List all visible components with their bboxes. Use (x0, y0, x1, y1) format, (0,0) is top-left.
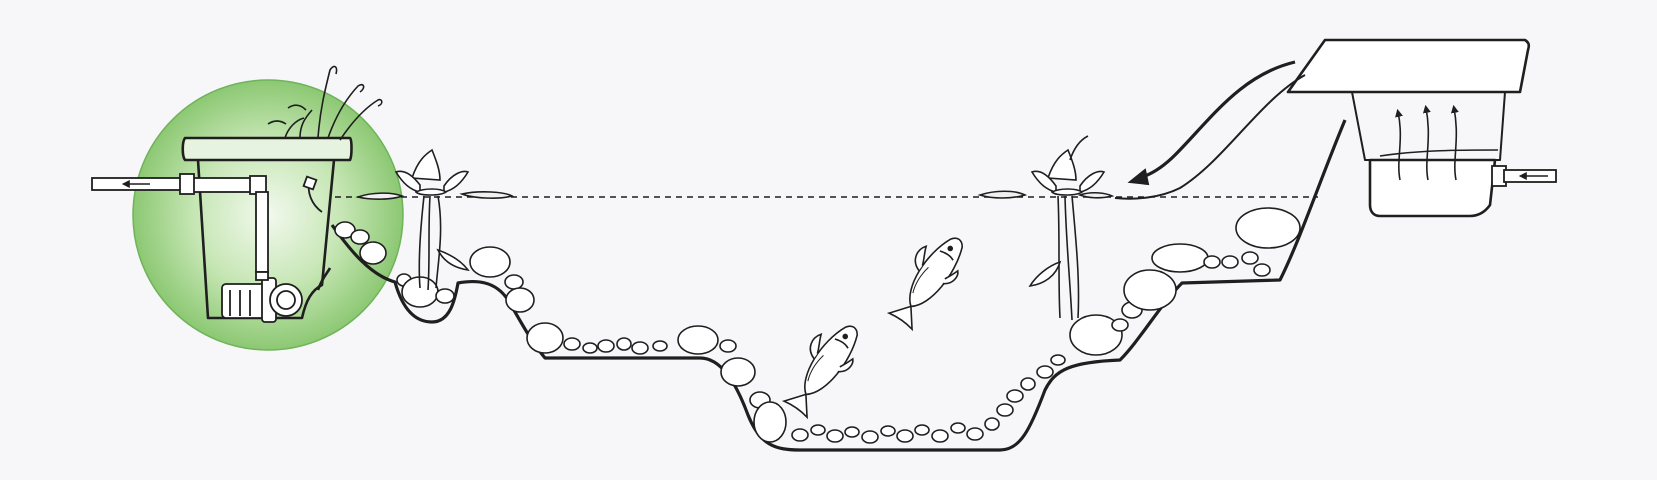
skimmer-box-icon (1286, 38, 1531, 218)
pond-rocks (334, 207, 1301, 444)
pump-icon (221, 271, 303, 323)
filter-bucket-icon (181, 65, 383, 320)
water-lily-icon (977, 135, 1115, 321)
koi-fish-icon (886, 237, 964, 332)
pond-basin-icon (330, 119, 1347, 452)
outlet-pipe-icon (91, 173, 195, 195)
water-lily-icon (355, 148, 515, 291)
inlet-pipe-icon (1491, 165, 1557, 187)
flow-arrow (1114, 60, 1306, 200)
koi-fish-icon (781, 325, 859, 420)
